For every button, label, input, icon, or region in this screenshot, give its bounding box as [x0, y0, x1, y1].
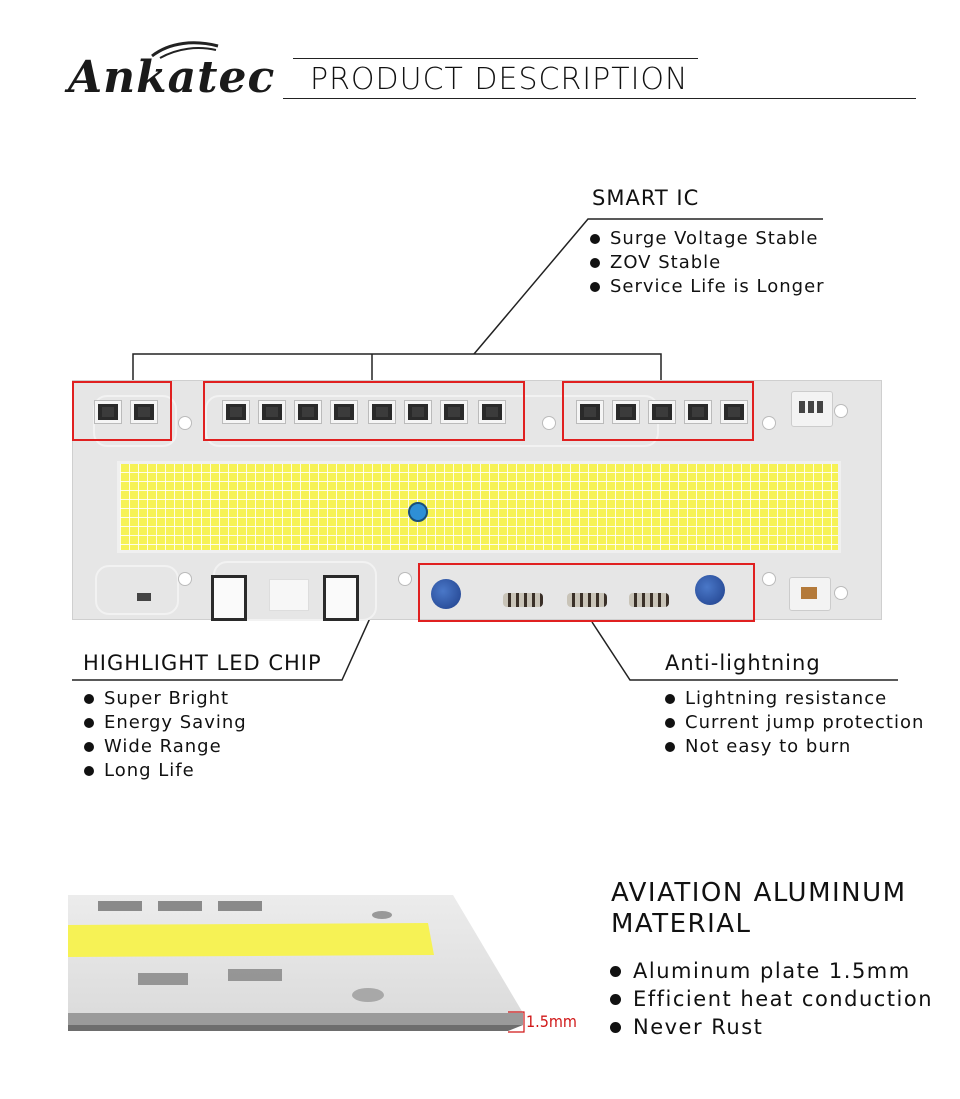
- list-item: Never Rust: [610, 1013, 933, 1041]
- thickness-bracket-icon: [508, 1011, 525, 1033]
- list-item: Current jump protection: [665, 711, 924, 735]
- aluminum-plate-side-view: [68, 895, 523, 1031]
- logo-swoosh-icon: [151, 41, 219, 59]
- aluminum-title: AVIATION ALUMINUM MATERIAL: [611, 878, 907, 939]
- smart-ic-highlight-3: [562, 381, 754, 441]
- page-title: PRODUCT DESCRIPTION: [310, 62, 689, 97]
- list-item: Energy Saving: [84, 711, 247, 735]
- led-chip-title: HIGHLIGHT LED CHIP: [83, 651, 322, 675]
- anti-lightning-highlight: [418, 563, 755, 622]
- smart-ic-list: Surge Voltage Stable ZOV Stable Service …: [590, 227, 825, 299]
- list-item: Long Life: [84, 759, 247, 783]
- list-item: Not easy to burn: [665, 735, 924, 759]
- led-pcb-board: [72, 380, 882, 621]
- anti-lightning-title: Anti-lightning: [665, 651, 821, 675]
- brand-logo: Ankatec: [68, 52, 276, 103]
- list-item: Lightning resistance: [665, 687, 924, 711]
- list-item: Aluminum plate 1.5mm: [610, 957, 933, 985]
- list-item: Efficient heat conduction: [610, 985, 933, 1013]
- led-chip-list: Super Bright Energy Saving Wide Range Lo…: [84, 687, 247, 783]
- led-chip-marker-icon: [408, 502, 428, 522]
- list-item: Super Bright: [84, 687, 247, 711]
- thickness-label: 1.5mm: [526, 1012, 577, 1031]
- list-item: ZOV Stable: [590, 251, 825, 275]
- smart-ic-highlight-2: [203, 381, 525, 441]
- header-bottom-rule: [283, 98, 916, 99]
- smart-ic-highlight-1: [72, 381, 172, 441]
- aluminum-list: Aluminum plate 1.5mm Efficient heat cond…: [610, 957, 933, 1041]
- smart-ic-title: SMART IC: [592, 186, 700, 210]
- led-chip-array: [117, 461, 841, 553]
- list-item: Wide Range: [84, 735, 247, 759]
- list-item: Service Life is Longer: [590, 275, 825, 299]
- anti-lightning-list: Lightning resistance Current jump protec…: [665, 687, 924, 759]
- list-item: Surge Voltage Stable: [590, 227, 825, 251]
- header-top-rule: [293, 58, 698, 59]
